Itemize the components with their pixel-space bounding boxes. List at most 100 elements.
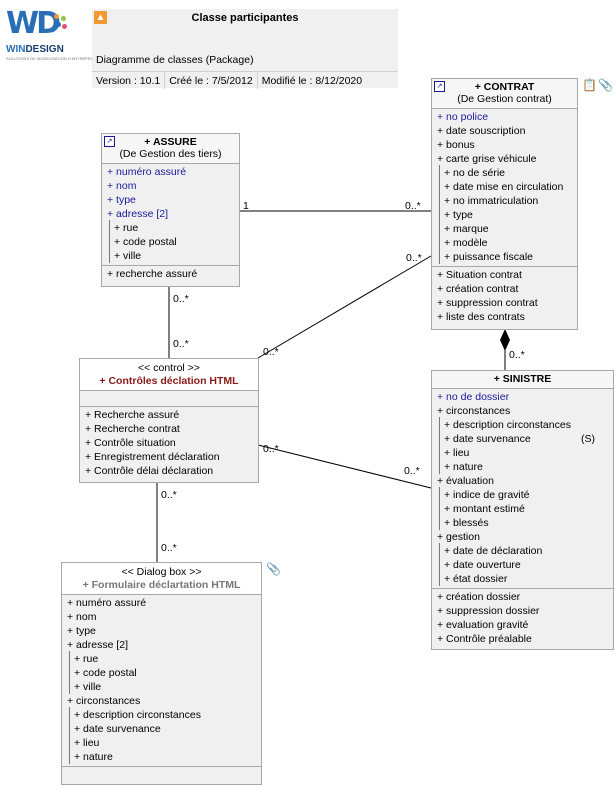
attribute-label: + code postal — [74, 667, 137, 679]
operation-row: + recherche assuré — [107, 268, 198, 280]
attribute-label: + no immatriculation — [444, 195, 539, 207]
class-formulaire[interactable]: << Dialog box >> + Formulaire déclartati… — [61, 562, 262, 785]
class-stereotype: << Dialog box >> — [121, 566, 202, 578]
operation-row: + Situation contrat — [437, 269, 522, 281]
class-name: + Contrôles déclation HTML — [99, 375, 239, 387]
clipboard-icon[interactable]: 📋 — [582, 78, 597, 92]
attribute-label: + montant estimé — [444, 503, 525, 515]
operation-row: + Recherche assuré — [85, 409, 180, 421]
operations: + Recherche assuré + Recherche contrat + C… — [80, 407, 258, 480]
sub-attribute-row: + date ouverture — [432, 557, 613, 572]
operation-row: + Contrôle situation — [85, 437, 176, 449]
link-controle-contrat — [257, 255, 432, 359]
class-sinistre[interactable]: + SINISTRE + no de dossier+ circonstance… — [431, 370, 614, 650]
sub-attribute-row: + type — [432, 207, 577, 222]
class-header: + ASSURE (De Gestion des tiers) — [102, 134, 239, 164]
sub-attribute-row: + no immatriculation — [432, 193, 577, 208]
sub-attribute-row: + nature — [432, 459, 613, 474]
class-name: + ASSURE — [144, 136, 197, 148]
attribute-label: + rue — [74, 653, 99, 665]
attribute-row: + évaluation — [432, 474, 613, 488]
mult-contrat-sinistre: 0..* — [509, 349, 525, 361]
attribute-label: + adresse [2] — [107, 208, 168, 220]
operation-row: + liste des contrats — [437, 311, 525, 323]
sub-attribute-row: + marque — [432, 221, 577, 236]
attribute-label: + date survenance — [444, 433, 531, 445]
mult-assure-ctrl-a: 0..* — [173, 293, 189, 305]
sub-attribute-row: + no de série — [432, 165, 577, 180]
identifier-row: + type — [102, 193, 239, 207]
sub-attribute-row: + état dossier — [432, 571, 613, 586]
class-assure[interactable]: ↗ + ASSURE (De Gestion des tiers) + numé… — [101, 133, 240, 287]
attribute-label: + ville — [74, 681, 102, 693]
mult-ctrl-sinistre-b: 0..* — [404, 465, 420, 477]
attributes: + numéro assuré+ nom+ type+ adresse [2]+… — [102, 164, 239, 266]
attribute-label: + description circonstances — [444, 419, 571, 431]
operation-row: + Recherche contrat — [85, 423, 180, 435]
operations — [62, 767, 261, 788]
sub-attribute-row: + ville — [62, 679, 261, 694]
attribute-label: + indice de gravité — [444, 489, 530, 501]
attribute-label: + gestion — [437, 531, 480, 543]
mult-ctrl-contrat-a: 0..* — [263, 346, 279, 358]
class-header: + SINISTRE — [432, 371, 613, 389]
attribute-row: + carte grise véhicule — [432, 152, 577, 166]
link-arrow-icon[interactable]: ↗ — [104, 136, 115, 147]
paperclip-icon[interactable]: 📎 — [266, 562, 281, 576]
sub-attribute-row: + description circonstances — [432, 417, 613, 432]
attribute-label: + no de série — [444, 167, 506, 179]
attribute-label: + carte grise véhicule — [437, 153, 537, 165]
operation-row: + suppression dossier — [437, 605, 540, 617]
attributes: + numéro assuré+ nom+ type+ adresse [2]+… — [62, 595, 261, 767]
attribute-row: + gestion — [432, 530, 613, 544]
operations: + Situation contrat+ création contrat+ s… — [432, 267, 577, 326]
mult-assure-contrat-a: 1 — [243, 200, 249, 212]
identifier-row: + nom — [102, 179, 239, 193]
class-controle[interactable]: << control >> + Contrôles déclation HTML… — [79, 358, 259, 483]
mult-assure-contrat-b: 0..* — [405, 200, 421, 212]
attribute-label: + nature — [74, 751, 113, 763]
logo-word: WINDESIGN — [6, 44, 64, 55]
sub-attribute-row: + rue — [62, 651, 261, 666]
sub-attribute-row: + modèle — [432, 235, 577, 250]
link-controle-sinistre — [257, 444, 432, 489]
mult-ctrl-sinistre-a: 0..* — [263, 443, 279, 455]
sub-attribute-row: + code postal — [102, 234, 239, 249]
identifier-row: + no police — [432, 110, 577, 124]
class-contrat[interactable]: ↗ + CONTRAT (De Gestion contrat) + no po… — [431, 78, 578, 330]
sub-attribute-row: + indice de gravité — [432, 487, 613, 502]
composition-diamond — [500, 329, 510, 351]
modified-label: Modifié le : 8/12/2020 — [261, 75, 363, 87]
attribute-label: + lieu — [74, 737, 100, 749]
paperclip-icon[interactable]: 📎 — [598, 78, 613, 92]
operation-row: + Contrôle préalable — [437, 633, 532, 645]
attribute-row: + date souscription — [432, 124, 577, 138]
attribute-label: + code postal — [114, 236, 177, 248]
attribute-label: + date de déclaration — [444, 545, 543, 557]
operation-row: + création dossier — [437, 591, 521, 603]
operation-row: + Contrôle délai déclaration — [85, 465, 214, 477]
attribute-label: + nature — [444, 461, 483, 473]
attribute-label: + date mise en circulation — [444, 181, 564, 193]
sub-attribute-row: + montant estimé — [432, 501, 613, 516]
up-arrow-icon[interactable]: ▲ — [94, 11, 107, 24]
operation-row: + Enregistrement déclaration — [85, 451, 220, 463]
attribute-label: + blessés — [444, 517, 489, 529]
attribute-label: + lieu — [444, 447, 470, 459]
created-label: Créé le : 7/5/2012 — [165, 72, 258, 89]
link-arrow-icon[interactable]: ↗ — [434, 81, 445, 92]
attribute-label: + adresse [2] — [67, 639, 128, 651]
attribute-row: + nom — [62, 610, 261, 624]
diagram-header: ▲ Classe participantes Diagramme de clas… — [92, 9, 398, 89]
mult-assure-ctrl-b: 0..* — [173, 338, 189, 350]
operations: + création dossier + suppression dossier +… — [432, 589, 613, 648]
sub-attribute-row: + date survenance — [62, 721, 261, 736]
diagram-title: Classe participantes — [191, 12, 299, 24]
operations: + recherche assuré — [102, 266, 239, 283]
operation-row: + evaluation gravité — [437, 619, 529, 631]
sub-attribute-row: + nature — [62, 749, 261, 764]
class-name: + SINISTRE — [493, 373, 552, 385]
class-header: << control >> + Contrôles déclation HTML — [80, 359, 258, 391]
class-header: << Dialog box >> + Formulaire déclartati… — [62, 563, 261, 595]
version-label: Version : 10.1 — [92, 72, 166, 89]
